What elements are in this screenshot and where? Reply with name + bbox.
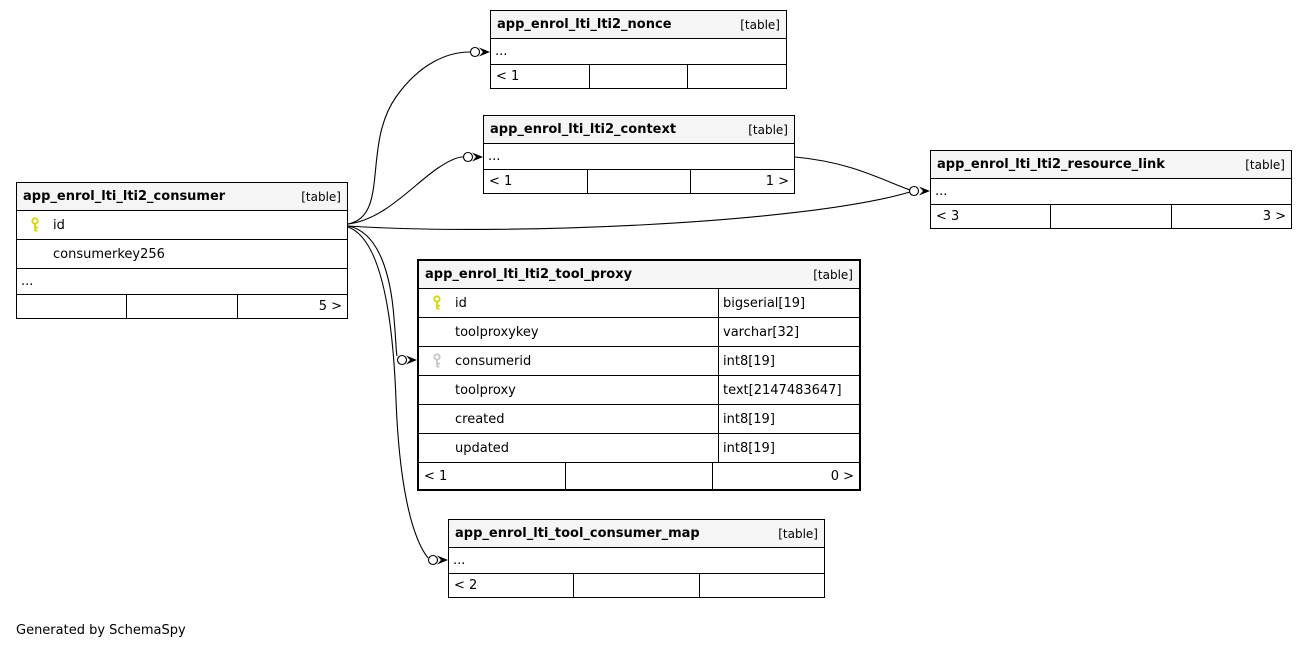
- table-context-header[interactable]: app_enrol_lti_lti2_context [table]: [484, 116, 794, 144]
- column-row-consumerid: consumerid int8[19]: [419, 347, 859, 376]
- footer-middle: [565, 463, 712, 489]
- table-footer: < 2: [449, 574, 824, 597]
- table-tag: [table]: [740, 17, 780, 32]
- table-resource-link: app_enrol_lti_lti2_resource_link [table]…: [930, 150, 1292, 229]
- generator-note: Generated by SchemaSpy: [16, 623, 186, 638]
- footer-children-count: < 3: [936, 209, 960, 224]
- footer-middle: [588, 65, 688, 88]
- table-tag: [table]: [748, 122, 788, 137]
- footer-middle: [573, 574, 698, 597]
- table-name[interactable]: app_enrol_lti_lti2_consumer: [23, 189, 226, 204]
- footer-children-count: < 1: [489, 174, 513, 189]
- primary-key-icon: [432, 295, 442, 311]
- table-tag: [table]: [813, 267, 853, 282]
- table-name[interactable]: app_enrol_lti_tool_consumer_map: [455, 526, 700, 541]
- table-nonce: app_enrol_lti_lti2_nonce [table] ... < 1: [490, 10, 787, 89]
- footer-middle: [586, 170, 691, 193]
- edge-consumer-to-nonce: [347, 51, 471, 225]
- table-name[interactable]: app_enrol_lti_lti2_context: [490, 122, 677, 137]
- footer-children-count: < 1: [496, 69, 520, 84]
- edge-consumer-to-consumer-map: [347, 226, 429, 559]
- footer-parents-count: [687, 65, 786, 88]
- column-name: id: [455, 295, 467, 311]
- collapsed-columns-ellipsis: ...: [484, 144, 794, 170]
- column-row-id: id bigserial[19]: [419, 289, 859, 318]
- column-type: int8[19]: [718, 434, 859, 462]
- column-row-created: created int8[19]: [419, 405, 859, 434]
- table-name[interactable]: app_enrol_lti_lti2_resource_link: [937, 157, 1165, 172]
- column-type: bigserial[19]: [718, 289, 859, 317]
- table-nonce-header[interactable]: app_enrol_lti_lti2_nonce [table]: [491, 11, 786, 39]
- connector-circle-arrow-consumer-map: [427, 554, 448, 566]
- table-footer: 5 >: [17, 295, 347, 318]
- footer-middle: [126, 295, 236, 318]
- column-name: toolproxy: [455, 382, 516, 398]
- footer-parents-count: [698, 574, 824, 597]
- foreign-key-icon: [432, 353, 442, 369]
- edge-consumer-to-tool-proxy: [347, 225, 398, 357]
- table-footer: < 1 0 >: [419, 463, 859, 489]
- collapsed-columns-ellipsis: ...: [17, 269, 347, 295]
- collapsed-columns-ellipsis: ...: [931, 179, 1291, 205]
- table-footer: < 3 3 >: [931, 205, 1291, 228]
- edge-consumer-to-context: [347, 156, 464, 225]
- table-footer: < 1: [491, 65, 786, 88]
- connector-circle-arrow-tool-proxy: [396, 354, 417, 366]
- footer-children-count: < 1: [424, 468, 448, 484]
- edge-consumer-to-resource-link: [347, 191, 911, 230]
- table-tool-proxy: app_enrol_lti_lti2_tool_proxy [table] id…: [417, 259, 861, 491]
- edge-context-to-resource-link: [794, 156, 911, 191]
- column-type: varchar[32]: [718, 318, 859, 346]
- column-row-toolproxykey: toolproxykey varchar[32]: [419, 318, 859, 347]
- column-type: int8[19]: [718, 405, 859, 433]
- footer-parents-count: 5 >: [236, 295, 347, 318]
- column-row-id: id: [17, 211, 347, 240]
- collapsed-columns-ellipsis: ...: [449, 548, 824, 574]
- table-footer: < 1 1 >: [484, 170, 794, 193]
- column-name: consumerkey256: [53, 246, 165, 262]
- footer-children-count: < 2: [454, 578, 478, 593]
- column-row-updated: updated int8[19]: [419, 434, 859, 463]
- table-consumer-map-header[interactable]: app_enrol_lti_tool_consumer_map [table]: [449, 520, 824, 548]
- table-resource-link-header[interactable]: app_enrol_lti_lti2_resource_link [table]: [931, 151, 1291, 179]
- connector-circle-arrow-context: [462, 151, 483, 163]
- table-name[interactable]: app_enrol_lti_lti2_nonce: [497, 17, 672, 32]
- collapsed-columns-ellipsis: ...: [491, 39, 786, 65]
- table-tag: [table]: [1245, 157, 1285, 172]
- table-consumer-map: app_enrol_lti_tool_consumer_map [table] …: [448, 519, 825, 598]
- table-consumer-header[interactable]: app_enrol_lti_lti2_consumer [table]: [17, 183, 347, 211]
- table-tag: [table]: [778, 526, 818, 541]
- footer-parents-count: 3 >: [1170, 205, 1291, 228]
- column-type: int8[19]: [718, 347, 859, 375]
- table-consumer: app_enrol_lti_lti2_consumer [table] id c…: [16, 182, 348, 319]
- column-name: id: [53, 217, 65, 233]
- column-row-consumerkey256: consumerkey256: [17, 240, 347, 269]
- table-name[interactable]: app_enrol_lti_lti2_tool_proxy: [425, 267, 633, 282]
- footer-children-count: [17, 295, 126, 318]
- footer-parents-count: 0 >: [712, 463, 859, 489]
- table-tool-proxy-header[interactable]: app_enrol_lti_lti2_tool_proxy [table]: [419, 261, 859, 289]
- table-context: app_enrol_lti_lti2_context [table] ... <…: [483, 115, 795, 194]
- footer-middle: [1050, 205, 1170, 228]
- primary-key-icon: [30, 217, 40, 233]
- column-name: updated: [455, 440, 510, 456]
- column-name: consumerid: [455, 353, 532, 369]
- column-name: created: [455, 411, 505, 427]
- footer-parents-count: 1 >: [690, 170, 794, 193]
- column-type: text[2147483647]: [718, 376, 859, 404]
- table-tag: [table]: [301, 189, 341, 204]
- column-row-toolproxy: toolproxy text[2147483647]: [419, 376, 859, 405]
- connector-circle-arrow-resource-link: [908, 185, 930, 197]
- column-name: toolproxykey: [455, 324, 539, 340]
- connector-circle-arrow-nonce: [469, 46, 490, 58]
